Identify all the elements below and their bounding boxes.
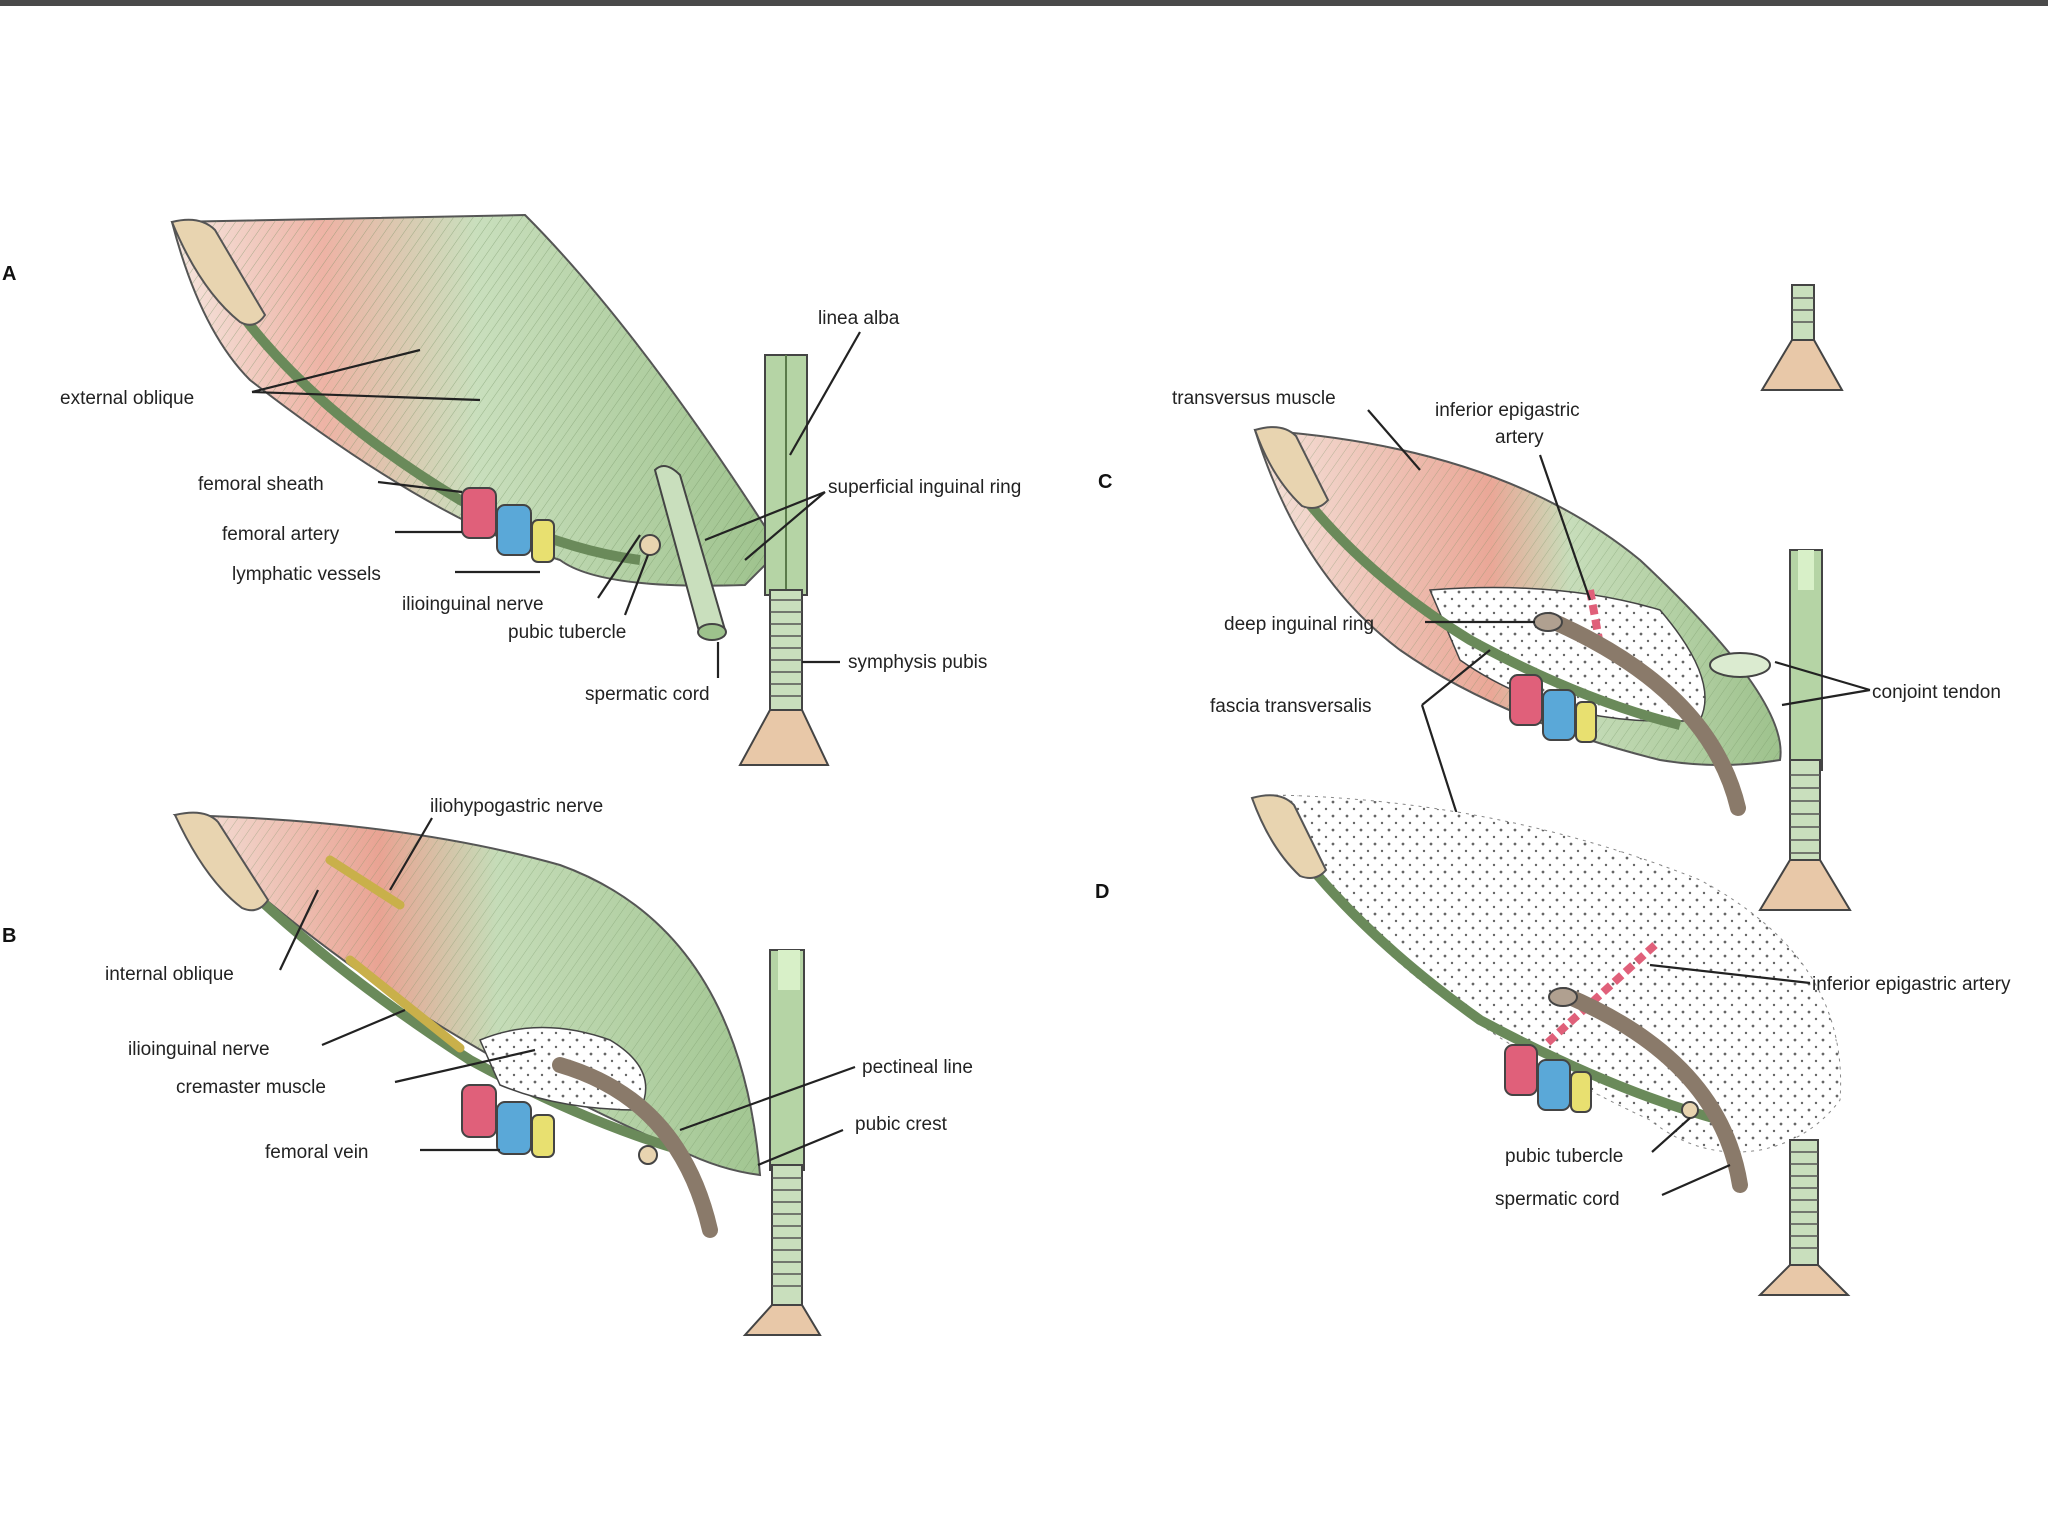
leader-ilioinguinal-nerve-a — [597, 534, 641, 599]
leader-transversus-muscle — [1367, 409, 1421, 471]
leader-internal-oblique — [279, 889, 319, 971]
label-internal-oblique: internal oblique — [105, 964, 234, 985]
panel-d: D inferior epigastric artery pubic tuber… — [1095, 794, 2011, 1296]
leader-conjoint-tendon — [1774, 660, 1871, 707]
label-ilioinguinal-nerve-b: ilioinguinal nerve — [128, 1039, 270, 1060]
label-inferior-epigastric-artery-d: inferior epigastric artery — [1812, 974, 2011, 995]
femoral-vessels-a — [461, 487, 555, 563]
symphysis-pubis-d — [1757, 1139, 1851, 1296]
leader-linea-alba — [789, 331, 861, 456]
panel-c-letter: C — [1098, 471, 1112, 493]
label-cremaster-muscle: cremaster muscle — [176, 1077, 326, 1098]
leader-superficial-inguinal-ring — [704, 490, 826, 561]
leader-femoral-sheath — [377, 480, 463, 494]
symphysis-pubis-c — [1758, 759, 1852, 911]
spermatic-cord-c — [1542, 612, 1746, 816]
pubic-tubercle-d — [1681, 1101, 1699, 1119]
label-linea-alba: linea alba — [818, 308, 900, 329]
inguinal-ligament-c — [1265, 447, 1682, 730]
window-top-bar — [0, 0, 2048, 6]
anterior-superior-iliac-spine-c — [1253, 426, 1330, 509]
iliohypogastric-nerve-b — [325, 855, 405, 910]
label-spermatic-cord-a: spermatic cord — [585, 684, 710, 705]
panel-d-letter: D — [1095, 881, 1109, 903]
anterior-superior-iliac-spine-d — [1250, 794, 1328, 879]
symphysis-pubis-b — [742, 1164, 822, 1336]
pubic-tubercle-b — [638, 1145, 658, 1165]
label-pubic-tubercle-a: pubic tubercle — [508, 622, 626, 643]
leader-external-oblique — [251, 348, 481, 402]
spermatic-cord-d — [1557, 987, 1748, 1193]
label-femoral-vein: femoral vein — [265, 1142, 369, 1163]
panel-b-letter: B — [2, 925, 16, 947]
panel-a: A — [2, 213, 1112, 766]
leader-pubic-crest — [757, 1128, 844, 1167]
conjoint-tendon-c — [1709, 549, 1823, 771]
spermatic-cord-b — [552, 1057, 718, 1238]
label-symphysis-pubis: symphysis pubis — [848, 652, 987, 673]
pubic-tubercle-a — [639, 534, 661, 556]
ilioinguinal-nerve-b — [345, 955, 465, 1053]
leader-pectineal-line — [679, 1065, 856, 1132]
fascia-transversalis-d — [1274, 794, 1842, 1153]
leader-cremaster-muscle — [394, 1048, 536, 1084]
symphysis-pubis-a — [738, 589, 830, 766]
linea-alba-b — [769, 949, 805, 1171]
linea-alba-top-c — [1760, 284, 1844, 391]
label-conjoint-tendon: conjoint tendon — [1872, 682, 2001, 703]
leader-ilioinguinal-nerve-b — [321, 1008, 406, 1047]
label-lymphatic-vessels: lymphatic vessels — [232, 564, 381, 585]
panel-b: B — [2, 796, 973, 1336]
label-external-oblique: external oblique — [60, 388, 194, 409]
panel-a-letter: A — [2, 263, 16, 285]
leader-inferior-epigastric-artery-c — [1538, 454, 1592, 601]
label-inferior-epigastric-artery-c-1: inferior epigastric — [1435, 400, 1580, 421]
leader-pubic-tubercle-a — [623, 554, 650, 616]
deep-inguinal-ring-d — [1548, 987, 1578, 1007]
linea-alba-a — [764, 354, 808, 596]
leader-inferior-epigastric-artery-d — [1649, 963, 1811, 985]
spermatic-cord-a — [653, 465, 727, 641]
leader-iliohypogastric-nerve — [389, 817, 433, 891]
label-fascia-transversalis: fascia transversalis — [1210, 696, 1372, 717]
anterior-superior-iliac-spine-b — [173, 811, 270, 912]
femoral-vessels-d — [1504, 1044, 1592, 1113]
anterior-superior-iliac-spine-a — [170, 218, 267, 326]
label-spermatic-cord-d: spermatic cord — [1495, 1189, 1620, 1210]
label-pectineal-line: pectineal line — [862, 1057, 973, 1078]
label-femoral-artery: femoral artery — [222, 524, 340, 545]
label-inferior-epigastric-artery-c-2: artery — [1495, 427, 1544, 448]
label-superficial-inguinal-ring: superficial inguinal ring — [828, 477, 1021, 498]
femoral-vessels-b — [461, 1084, 555, 1158]
label-ilioinguinal-nerve-a: ilioinguinal nerve — [402, 594, 544, 615]
deep-inguinal-ring-c — [1533, 612, 1563, 632]
leader-spermatic-cord-d — [1661, 1163, 1731, 1197]
label-pubic-tubercle-d: pubic tubercle — [1505, 1146, 1623, 1167]
label-pubic-crest: pubic crest — [855, 1114, 948, 1135]
label-femoral-sheath: femoral sheath — [198, 474, 324, 495]
panel-c: transversus muscle inferior epigastric a… — [1172, 284, 2001, 911]
label-transversus-muscle: transversus muscle — [1172, 388, 1336, 409]
leader-pubic-tubercle-d — [1651, 1117, 1691, 1153]
femoral-vessels-c — [1509, 674, 1597, 743]
inferior-epigastric-artery-d — [1542, 942, 1658, 1048]
label-iliohypogastric-nerve: iliohypogastric nerve — [430, 796, 603, 817]
label-deep-inguinal-ring: deep inguinal ring — [1224, 614, 1374, 635]
